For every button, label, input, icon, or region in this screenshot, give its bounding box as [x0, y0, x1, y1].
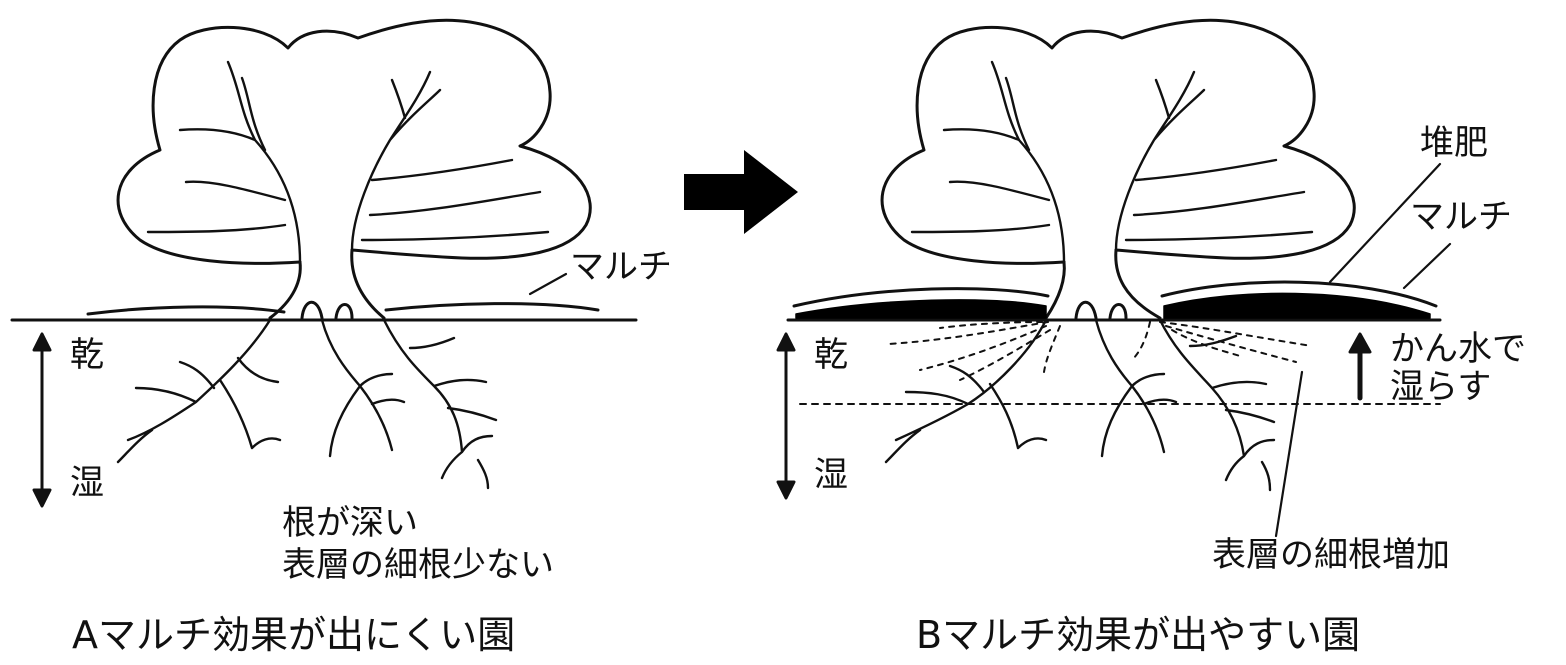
tree-a-branches — [148, 62, 548, 262]
fine-roots-leader — [1276, 372, 1302, 536]
panel-b-caption: Bマルチ効果が出やすい園 — [916, 614, 1360, 658]
panel-b-irrigation-line1: かん水で — [1390, 330, 1526, 369]
panel-a-dry-label: 乾 — [70, 336, 104, 375]
panel-a-caption: Aマルチ効果が出にくい園 — [72, 614, 515, 658]
panel-b-wet-label: 湿 — [814, 456, 848, 495]
panel-b-mulch — [788, 164, 1450, 320]
mulch-leader — [1404, 244, 1450, 288]
tree-b-root-flare — [1076, 302, 1126, 318]
root-a-right — [384, 320, 496, 488]
root-a-center — [322, 320, 404, 456]
mulch-a-right — [386, 304, 598, 310]
panel-b-fine-roots-label: 表層の細根増加 — [1212, 536, 1450, 575]
root-b-center — [1096, 320, 1176, 456]
panel-a-mulch — [12, 274, 636, 320]
compost-b-left — [796, 300, 1046, 318]
mulch-a-left — [88, 307, 284, 314]
panel-a-tree — [118, 20, 590, 318]
tree-a-trunk-right — [352, 250, 384, 318]
panel-b-moisture-arrow — [778, 334, 794, 498]
panel-b-irrigation-line2: 湿らす — [1390, 368, 1491, 407]
root-b-left — [886, 320, 1046, 462]
panel-b-dry-label: 乾 — [814, 336, 848, 375]
tree-b-trunk-left — [1046, 262, 1064, 318]
panel-b-tree — [882, 20, 1354, 318]
compost-b-right — [1164, 293, 1430, 318]
transition-arrow-icon — [684, 150, 798, 234]
panel-a-roots — [118, 320, 496, 488]
panel-a-note-line1: 根が深い — [282, 504, 418, 543]
irrigation-up-arrow-icon — [1350, 334, 1370, 398]
tree-a-root-flare — [302, 302, 352, 318]
mulch-a-leader — [530, 274, 566, 294]
panel-a-wet-label: 湿 — [70, 464, 104, 503]
panel-a-mulch-label: マルチ — [570, 248, 672, 287]
panel-b-mulch-label: マルチ — [1410, 198, 1512, 237]
panel-a-note-line2: 表層の細根少ない — [282, 546, 554, 585]
tree-b-branches — [912, 62, 1312, 262]
root-a-left — [118, 320, 280, 462]
panel-b-compost-label: 堆肥 — [1420, 124, 1488, 163]
panel-a-moisture-arrow — [34, 334, 50, 506]
